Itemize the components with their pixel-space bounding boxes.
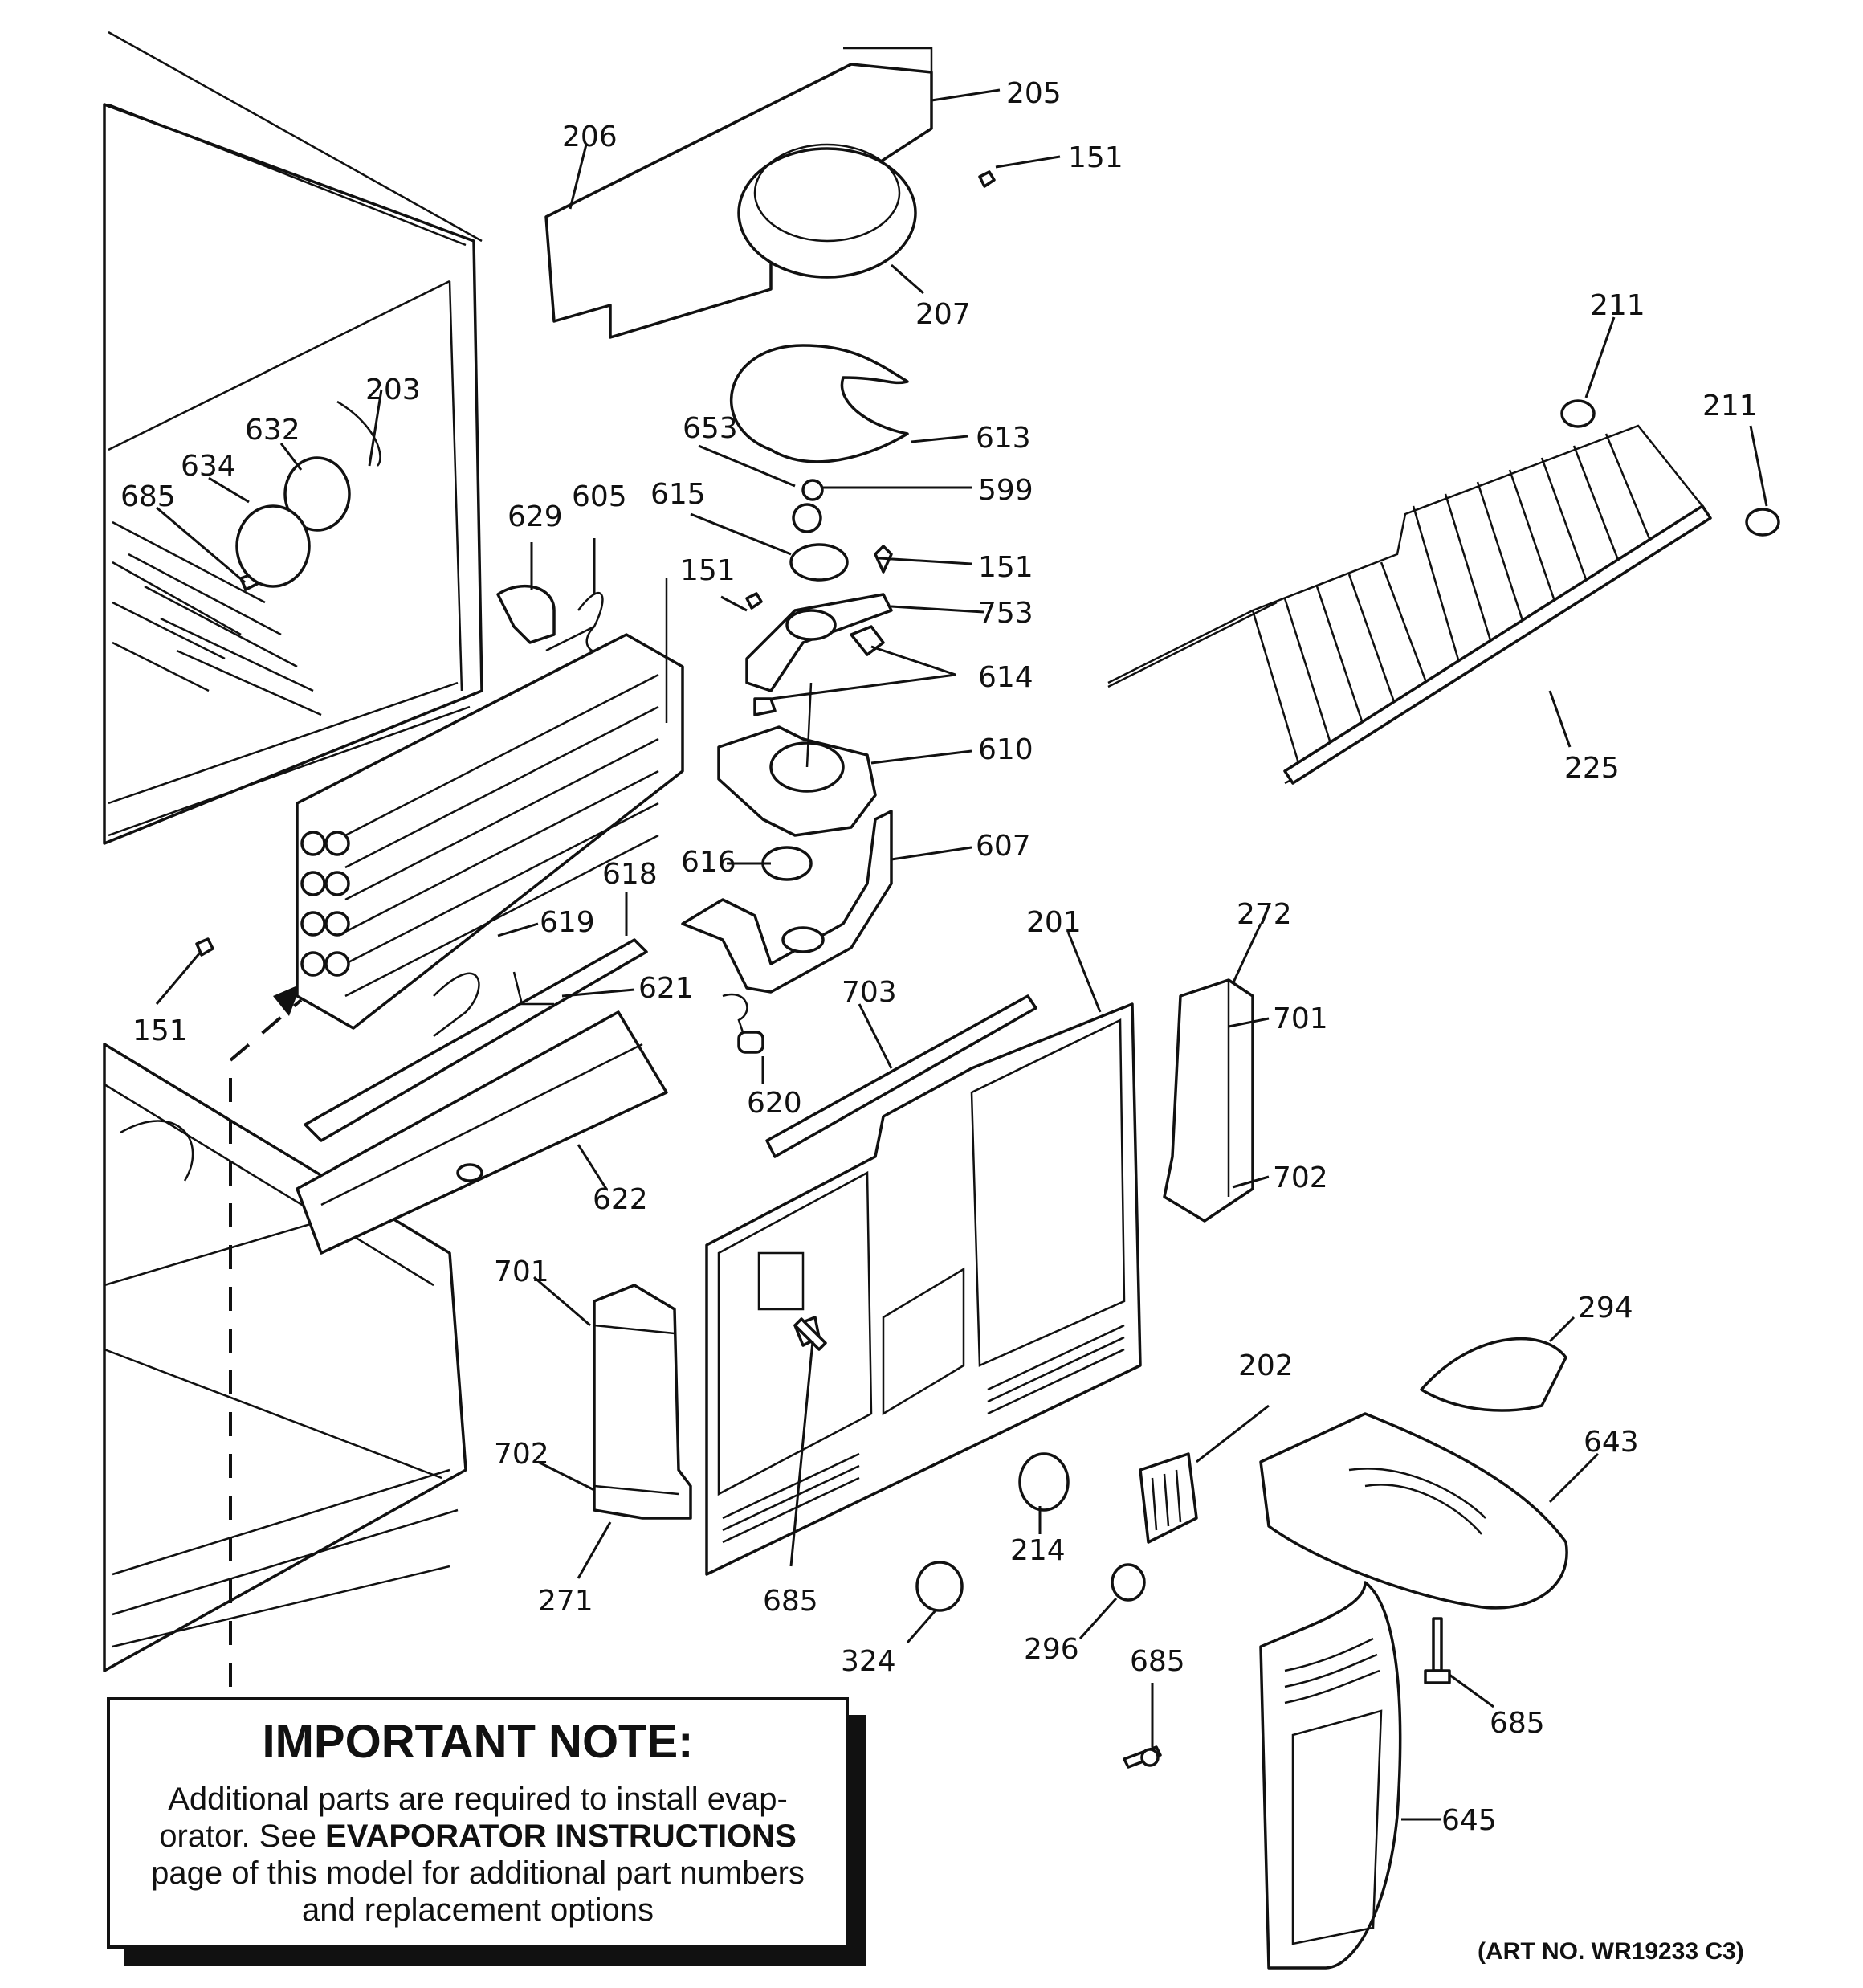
label-211: 211 xyxy=(1590,289,1645,322)
label-653: 653 xyxy=(683,412,738,445)
evaporator-coil xyxy=(296,578,684,1030)
label-151: 151 xyxy=(978,551,1033,584)
drain-pan xyxy=(296,1010,668,1255)
label-615: 615 xyxy=(650,478,706,511)
label-685: 685 xyxy=(120,480,176,513)
defrost-heater xyxy=(304,938,648,1142)
label-701: 701 xyxy=(494,1255,549,1288)
label-294: 294 xyxy=(1578,1292,1633,1325)
label-151: 151 xyxy=(680,554,736,587)
label-619: 619 xyxy=(540,906,595,939)
plug-214 xyxy=(1018,1452,1070,1512)
leader-lines xyxy=(155,88,1768,1821)
note-line-2a: orator. See xyxy=(159,1819,326,1854)
label-613: 613 xyxy=(976,422,1031,455)
arrow-head xyxy=(273,984,301,1016)
label-629: 629 xyxy=(508,500,563,533)
wire-shelf xyxy=(1107,424,1712,785)
label-202: 202 xyxy=(1238,1349,1294,1382)
motor-bracket xyxy=(745,593,893,692)
note-line-2: orator. See EVAPORATOR INSTRUCTIONS xyxy=(126,1818,830,1855)
foam-strip xyxy=(765,994,1037,1158)
fan-blade xyxy=(729,344,909,463)
cover-294 xyxy=(1420,1337,1567,1412)
label-271: 271 xyxy=(538,1585,593,1618)
label-607: 607 xyxy=(976,830,1031,863)
lower-bracket xyxy=(681,810,893,994)
evaporator-cover xyxy=(705,1002,1142,1576)
label-634: 634 xyxy=(181,450,236,483)
label-610: 610 xyxy=(978,733,1033,766)
label-702: 702 xyxy=(1273,1161,1328,1194)
note-body: Additional parts are required to install… xyxy=(126,1781,830,1929)
left-duct xyxy=(593,1284,692,1520)
note-line-1: Additional parts are required to install… xyxy=(168,1782,788,1817)
label-685: 685 xyxy=(1130,1645,1185,1678)
label-701: 701 xyxy=(1273,1002,1328,1035)
label-621: 621 xyxy=(638,972,694,1005)
duct-cover-645 xyxy=(1259,1581,1402,1970)
label-324: 324 xyxy=(841,1645,896,1678)
label-605: 605 xyxy=(572,480,627,513)
label-616: 616 xyxy=(681,846,736,879)
label-211: 211 xyxy=(1702,390,1758,423)
label-753: 753 xyxy=(978,597,1033,630)
housing-643 xyxy=(1259,1412,1568,1610)
label-151: 151 xyxy=(1068,141,1123,174)
label-622: 622 xyxy=(593,1183,648,1216)
fan-motor xyxy=(717,682,877,837)
label-201: 201 xyxy=(1026,906,1082,939)
note-line-4: and replacement options xyxy=(301,1892,654,1928)
important-note-box: IMPORTANT NOTE: Additional parts are req… xyxy=(107,1697,849,1949)
label-632: 632 xyxy=(245,414,300,447)
grille-202 xyxy=(1139,1452,1198,1544)
label-272: 272 xyxy=(1237,898,1292,931)
label-614: 614 xyxy=(978,661,1033,694)
label-599: 599 xyxy=(978,474,1033,507)
label-645: 645 xyxy=(1441,1804,1497,1837)
evaporator-instructions-text: EVAPORATOR INSTRUCTIONS xyxy=(325,1819,797,1854)
art-number: (ART NO. WR19233 C3) xyxy=(1478,1938,1744,1965)
label-205: 205 xyxy=(1006,77,1062,110)
label-225: 225 xyxy=(1564,752,1620,785)
label-685: 685 xyxy=(1490,1707,1545,1740)
label-151: 151 xyxy=(132,1014,188,1047)
label-685: 685 xyxy=(763,1585,818,1618)
label-214: 214 xyxy=(1010,1534,1066,1567)
callout-labels: 205 151 206 207 211 211 203 632 653 613 … xyxy=(120,77,1758,1837)
note-line-3: page of this model for additional part n… xyxy=(151,1855,805,1891)
label-620: 620 xyxy=(747,1087,802,1120)
note-title: IMPORTANT NOTE: xyxy=(262,1716,694,1768)
label-618: 618 xyxy=(602,858,658,891)
fan-housing xyxy=(544,47,933,339)
knob-324 xyxy=(915,1561,964,1612)
label-643: 643 xyxy=(1584,1426,1639,1459)
label-702: 702 xyxy=(494,1438,549,1471)
label-703: 703 xyxy=(842,976,897,1009)
dashed-leader xyxy=(229,998,303,1687)
label-207: 207 xyxy=(915,298,971,331)
label-296: 296 xyxy=(1024,1633,1079,1666)
label-203: 203 xyxy=(365,374,421,406)
label-206: 206 xyxy=(562,120,618,153)
